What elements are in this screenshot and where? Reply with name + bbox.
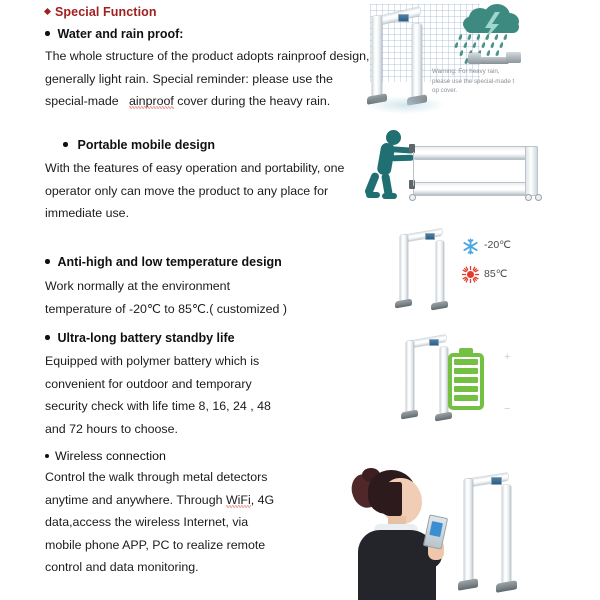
- body-line: operator only can move the product to an…: [45, 183, 329, 198]
- body-line: data,access the wireless Internet, via: [45, 515, 249, 529]
- body-line-head: anytime and anywhere. Through: [45, 492, 226, 507]
- section-title-label: Anti-high and low temperature design: [57, 255, 282, 269]
- body-line: generally light rain. Special reminder: …: [45, 71, 333, 86]
- figure-wireless-photo: [338, 458, 600, 600]
- section-title-battery: Ultra-long battery standby life: [45, 331, 271, 345]
- mobile-phone-icon: [422, 514, 449, 550]
- body-line-with-misspelling: anytime and anywhere. Through WiFi, 4G: [45, 489, 274, 512]
- figure-battery: + −: [400, 332, 600, 432]
- top-cover-bar-icon: [468, 52, 524, 70]
- body-line: security check with life time 8, 16, 24 …: [45, 399, 271, 413]
- section-body-battery: Equipped with polymer battery which is c…: [45, 350, 271, 440]
- section-title-portable: Portable mobile design: [45, 138, 344, 152]
- section-title-label: Wireless connection: [55, 449, 166, 463]
- figure-rainproof: Warning: For heavy rain, please use the …: [360, 0, 600, 120]
- warning-line: please use the special-made t: [432, 77, 515, 85]
- bullet-dot-icon: [45, 335, 50, 340]
- body-line: mobile phone APP, PC to realize remote: [45, 537, 266, 552]
- metal-detector-gate-photo: [458, 470, 530, 594]
- section-wireless-connection: Wireless connection Control the walk thr…: [45, 449, 274, 579]
- body-line: Control the walk through metal detectors: [45, 470, 268, 484]
- body-line: Equipped with polymer battery which is: [45, 354, 260, 368]
- hair-front: [378, 482, 402, 516]
- bullet-dot-icon: [45, 259, 50, 264]
- snowflake-icon: [463, 238, 478, 255]
- section-portable-mobile-design: Portable mobile design With the features…: [45, 138, 344, 225]
- body-line: temperature of -20℃ to 85℃.( customized …: [45, 301, 288, 316]
- rain-cloud-icon: [454, 4, 525, 65]
- warning-line: op cover.: [432, 87, 458, 95]
- section-water-and-rain-proof: Water and rain proof: The whole structur…: [45, 27, 369, 113]
- section-title-label: Portable mobile design: [77, 138, 216, 152]
- folded-gate-trolley-icon: [407, 138, 552, 206]
- body-line-head: special-made: [45, 94, 119, 108]
- body-line: The whole structure of the product adopt…: [45, 49, 370, 63]
- person-pushing-icon: [363, 130, 422, 202]
- section-title-label: Water and rain proof:: [57, 27, 184, 41]
- body-line-tail: cover during the heavy rain.: [177, 94, 331, 108]
- battery-minus-label: −: [504, 403, 511, 415]
- figure-portable-trolley: [362, 128, 600, 210]
- body-line-tail: , 4G: [250, 492, 275, 507]
- battery-plus-label: +: [504, 351, 511, 363]
- battery-full-icon: [446, 348, 492, 414]
- page-title: Special Function: [43, 5, 157, 19]
- body-line: immediate use.: [45, 206, 130, 220]
- temperature-low-label: -20℃: [484, 239, 511, 251]
- section-body-water: The whole structure of the product adopt…: [45, 45, 369, 113]
- body-line: and 72 hours to choose.: [45, 421, 178, 436]
- bullet-dot-icon: [63, 142, 68, 147]
- body-line: Work normally at the environment: [45, 279, 231, 293]
- lightning-bolt-icon: [483, 12, 500, 42]
- section-title-water: Water and rain proof:: [45, 27, 369, 41]
- diamond-bullet-icon: [43, 7, 52, 16]
- sun-icon: [462, 266, 479, 283]
- section-title-wireless: Wireless connection: [45, 449, 274, 463]
- figure-temperature: -20℃ 85℃: [392, 226, 600, 318]
- body-line: convenient for outdoor and temporary: [45, 376, 252, 391]
- section-body-temperature: Work normally at the environment tempera…: [45, 275, 287, 320]
- section-title-label: Ultra-long battery standby life: [57, 331, 235, 345]
- section-temperature-design: Anti-high and low temperature design Wor…: [45, 255, 287, 320]
- bullet-dot-icon: [45, 31, 50, 36]
- rain-warning-text: Warning: For heavy rain, please use the …: [432, 67, 577, 96]
- body-line: With the features of easy operation and …: [45, 161, 345, 175]
- person-with-phone-photo: [348, 468, 462, 600]
- misspelled-word: ainproof: [129, 94, 174, 108]
- body-line: control and data monitoring.: [45, 560, 199, 574]
- body-line-with-misspelling: special-made ainproof cover during the h…: [45, 90, 369, 113]
- section-title-temperature: Anti-high and low temperature design: [45, 255, 287, 269]
- page-title-label: Special Function: [55, 5, 157, 19]
- warning-line: Warning: For heavy rain,: [432, 68, 500, 75]
- section-body-wireless: Control the walk through metal detectors…: [45, 466, 274, 579]
- section-body-portable: With the features of easy operation and …: [45, 157, 344, 225]
- section-battery-standby-life: Ultra-long battery standby life Equipped…: [45, 331, 271, 440]
- bullet-dot-icon: [45, 453, 49, 458]
- misspelled-word: WiFi: [225, 492, 251, 507]
- phone-screen: [428, 520, 443, 537]
- temperature-high-label: 85℃: [484, 268, 508, 280]
